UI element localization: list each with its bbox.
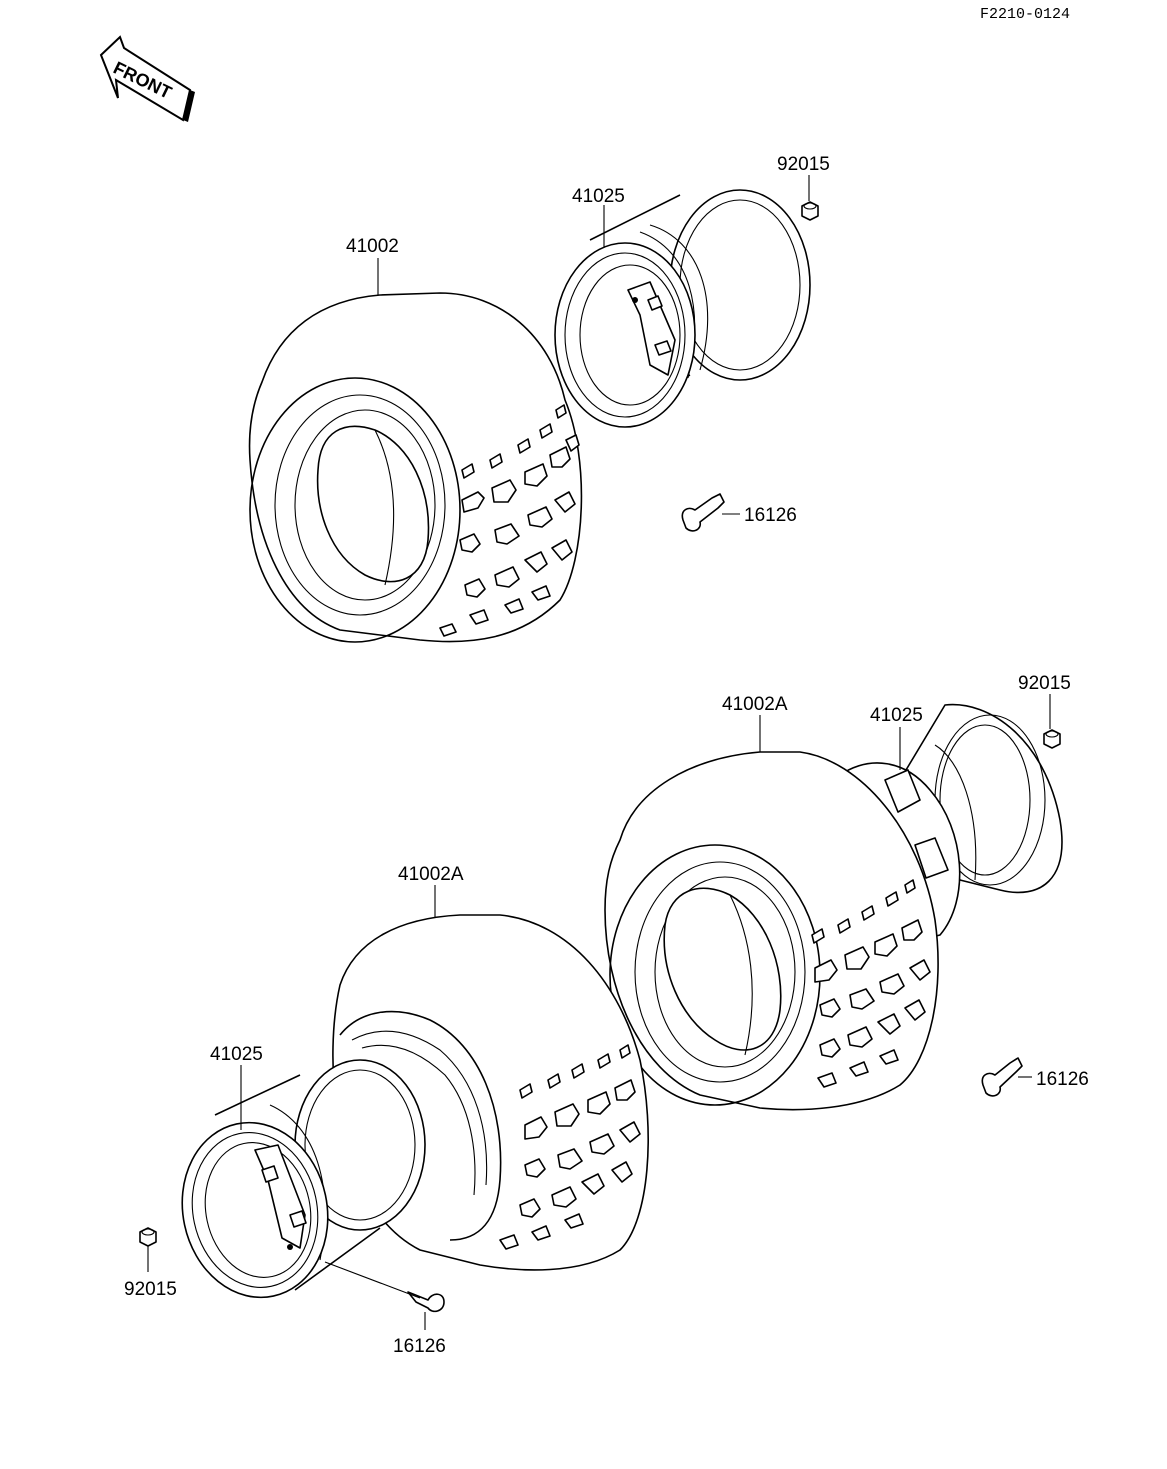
nut-rear-right bbox=[1043, 729, 1061, 749]
reference-code: F2210-0124 bbox=[980, 6, 1070, 23]
label-valve-rear-right: 16126 bbox=[1036, 1069, 1089, 1090]
front-direction-arrow: FRONT bbox=[99, 35, 195, 122]
label-tire-rear-left: 41002A bbox=[398, 864, 464, 885]
wheel-front bbox=[554, 189, 811, 428]
label-valve-front: 16126 bbox=[744, 505, 797, 526]
label-nut-front: 92015 bbox=[777, 154, 830, 175]
valve-rear-right bbox=[981, 1057, 1023, 1097]
label-wheel-rear-left: 41025 bbox=[210, 1044, 263, 1065]
label-nut-rear-right: 92015 bbox=[1018, 673, 1071, 694]
leader-valve-rear-left-link bbox=[324, 1261, 421, 1299]
tire-front bbox=[248, 292, 583, 643]
valve-front bbox=[681, 493, 725, 532]
tire-rear-right bbox=[604, 703, 1063, 1111]
nut-front bbox=[801, 201, 819, 221]
label-wheel-rear-right: 41025 bbox=[870, 705, 923, 726]
wheel-rear-left bbox=[181, 1059, 426, 1299]
label-tire-rear-right: 41002A bbox=[722, 694, 788, 715]
nut-rear-left bbox=[139, 1227, 157, 1247]
label-valve-rear-left: 16126 bbox=[393, 1336, 446, 1357]
label-wheel-front: 41025 bbox=[572, 186, 625, 207]
valve-rear-left bbox=[407, 1291, 445, 1313]
label-tire-front: 41002 bbox=[346, 236, 399, 257]
label-nut-rear-left: 92015 bbox=[124, 1279, 177, 1300]
